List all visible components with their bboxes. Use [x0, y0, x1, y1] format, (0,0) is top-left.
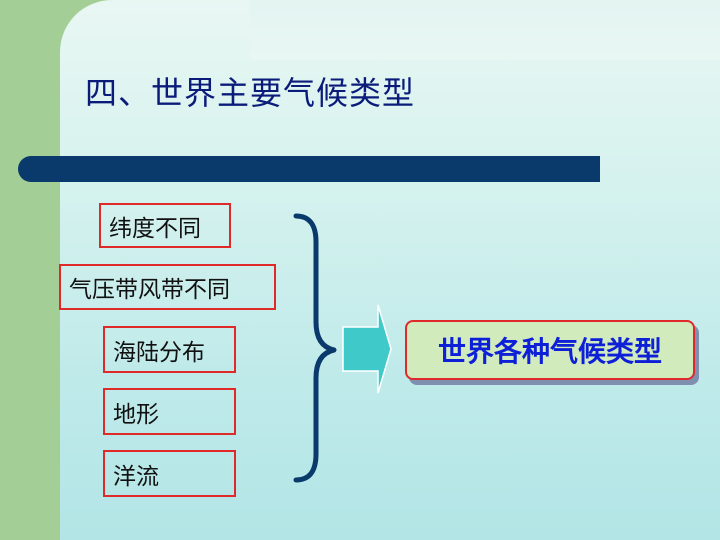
- title-rule-bar: [18, 156, 600, 182]
- factor-box-ocean-currents: 洋流: [103, 450, 236, 497]
- right-brace-icon: [293, 213, 337, 483]
- slide-title: 四、世界主要气候类型: [85, 74, 416, 112]
- right-arrow-icon: [342, 304, 392, 394]
- result-box-climate-types: 世界各种气候类型: [405, 320, 695, 380]
- factor-box-terrain: 地形: [103, 388, 236, 435]
- factor-box-pressure-wind-belts: 气压带风带不同: [59, 264, 276, 310]
- slide-top-strip: [250, 0, 720, 60]
- factor-box-latitude: 纬度不同: [99, 203, 231, 248]
- factor-box-land-sea-distribution: 海陆分布: [103, 326, 236, 373]
